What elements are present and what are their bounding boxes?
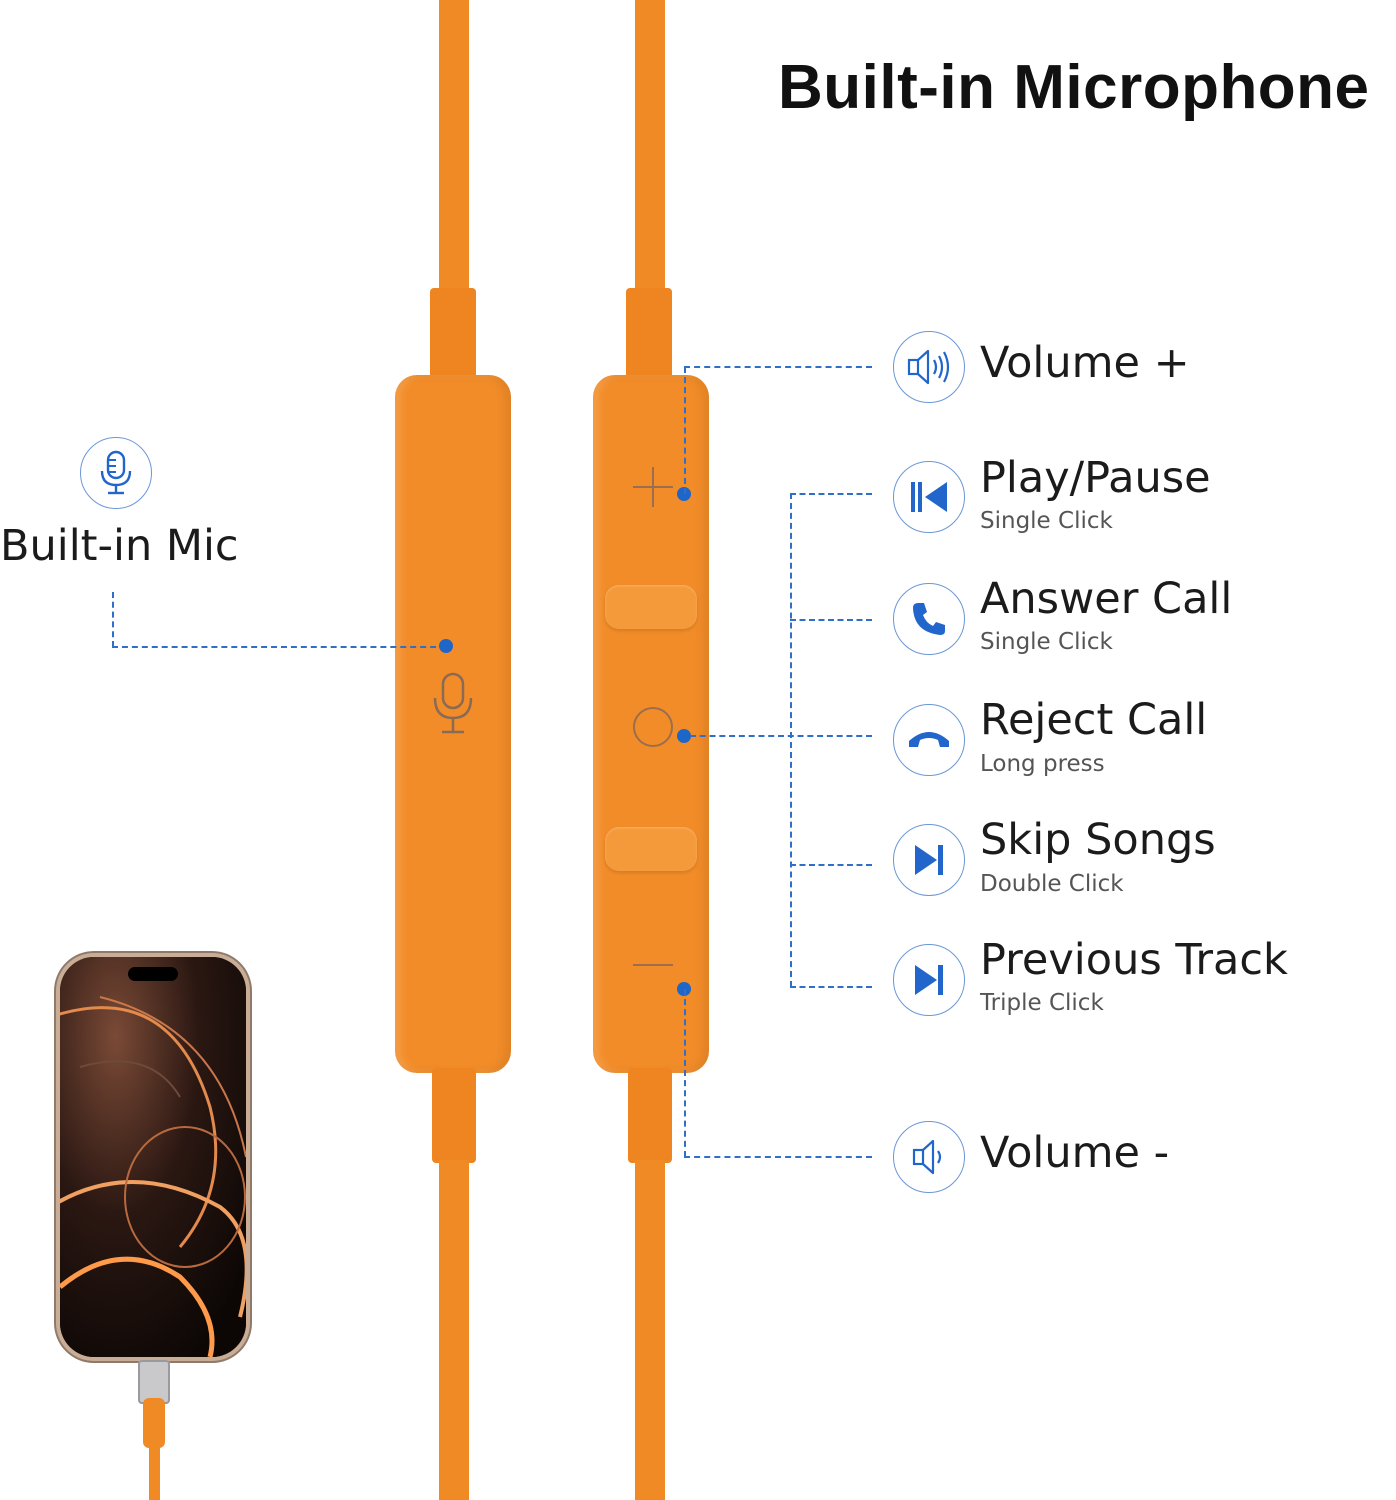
minus-icon xyxy=(633,964,673,966)
skip-songs-label: Skip Songs xyxy=(980,815,1216,865)
answer-call-badge xyxy=(893,583,965,655)
plus-icon xyxy=(633,467,673,507)
volume-up-badge xyxy=(893,331,965,403)
phone-wallpaper xyxy=(60,957,246,1357)
reject-call-label: Reject Call xyxy=(980,695,1208,745)
skip-forward-icon xyxy=(915,845,943,875)
volume-up-icon xyxy=(907,349,950,385)
previous-track-sub: Triple Click xyxy=(980,990,1104,1016)
skip-songs-badge xyxy=(893,824,965,896)
button-divider xyxy=(605,585,697,629)
button-divider xyxy=(605,827,697,871)
play-pause-icon xyxy=(911,482,947,512)
control-remote xyxy=(593,375,709,1073)
reject-call-badge xyxy=(893,704,965,776)
remote-mic-icon xyxy=(433,672,473,734)
phone-device xyxy=(60,957,246,1357)
answer-call-sub: Single Click xyxy=(980,629,1113,655)
reject-call-sub: Long press xyxy=(980,751,1105,777)
previous-track-icon xyxy=(915,965,943,995)
previous-track-label: Previous Track xyxy=(980,935,1288,985)
volume-down-label: Volume - xyxy=(980,1128,1170,1178)
hang-up-icon xyxy=(909,732,949,747)
volume-down-badge xyxy=(893,1121,965,1193)
usb-c-connector xyxy=(138,1360,170,1404)
answer-call-label: Answer Call xyxy=(980,574,1233,624)
mic-pointer-dot xyxy=(439,639,453,653)
play-pause-label: Play/Pause xyxy=(980,453,1211,503)
skip-songs-sub: Double Click xyxy=(980,871,1124,897)
mic-badge xyxy=(80,437,152,509)
volume-down-icon xyxy=(912,1139,942,1175)
mic-label: Built-in Mic xyxy=(0,521,239,571)
mic-remote xyxy=(395,375,511,1073)
microphone-icon xyxy=(100,450,132,495)
play-pause-badge xyxy=(893,461,965,533)
volume-up-label: Volume + xyxy=(980,338,1190,388)
play-pause-sub: Single Click xyxy=(980,508,1113,534)
phone-icon xyxy=(913,603,945,635)
page-title: Built-in Microphone xyxy=(778,53,1370,122)
center-button-icon xyxy=(633,707,673,747)
previous-track-badge xyxy=(893,944,965,1016)
